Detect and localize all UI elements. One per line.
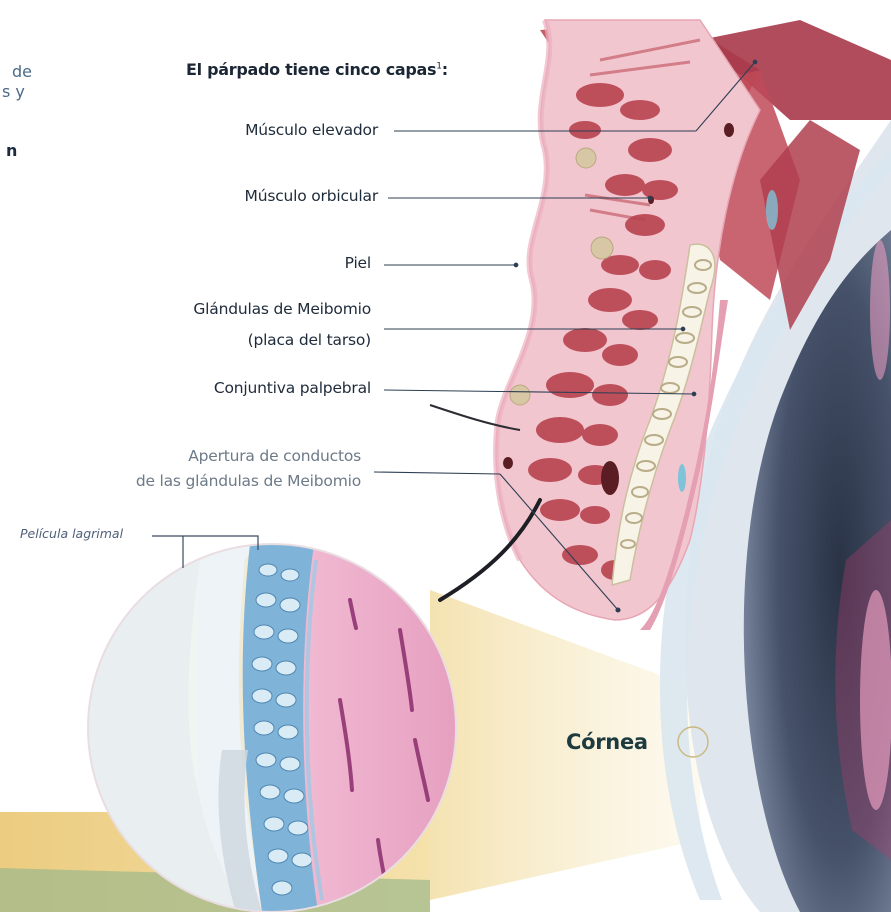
page-title: El párpado tiene cinco capas1: bbox=[186, 60, 448, 79]
label-placa-del-tarso: (placa del tarso) bbox=[248, 331, 371, 349]
zoom-circle-content bbox=[88, 544, 456, 912]
label-musculo-orbicular: Músculo orbicular bbox=[245, 187, 378, 205]
label-glandulas-meibomio: Glándulas de Meibomio bbox=[193, 300, 371, 318]
label-cornea: Córnea bbox=[566, 730, 648, 754]
left-fragment-3: n bbox=[6, 141, 17, 160]
title-suffix: : bbox=[442, 60, 448, 79]
label-pelicula-lagrimal: Película lagrimal bbox=[20, 526, 123, 541]
label-apertura-conductos: Apertura de conductos bbox=[188, 447, 361, 465]
left-fragment-2: s y bbox=[2, 82, 25, 101]
label-musculo-elevador: Músculo elevador bbox=[245, 121, 378, 139]
title-text: El párpado tiene cinco capas bbox=[186, 60, 436, 79]
label-conjuntiva-palpebral: Conjuntiva palpebral bbox=[214, 379, 371, 397]
label-glandulas-de-meibomio: de las glándulas de Meibomio bbox=[136, 472, 361, 490]
left-fragment-1: de bbox=[12, 62, 32, 81]
zoom-beam bbox=[430, 590, 700, 900]
label-piel: Piel bbox=[345, 254, 371, 272]
